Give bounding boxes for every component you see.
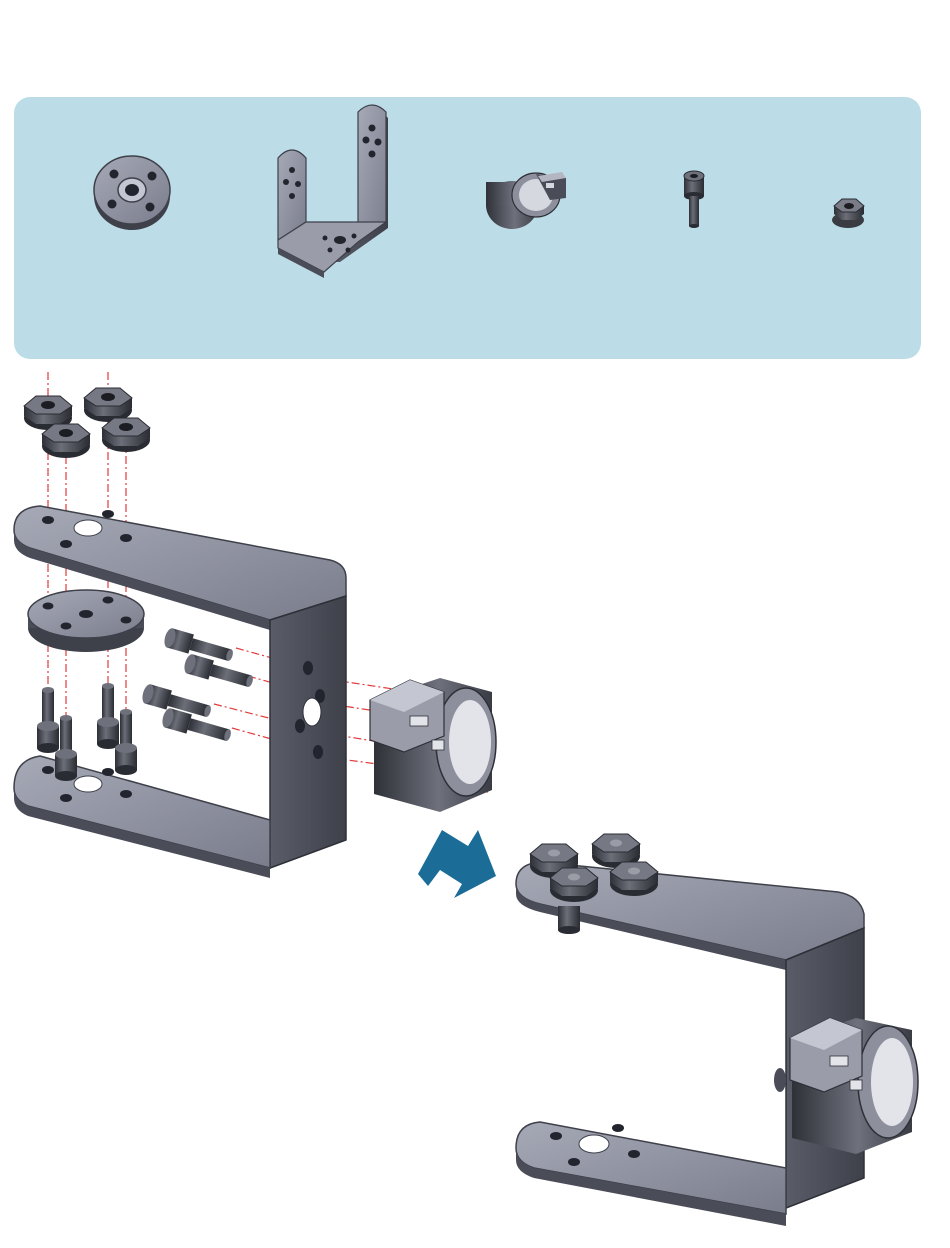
exploded-bearing-sleeve — [370, 678, 496, 812]
assembled-bearing-sleeve — [790, 1018, 918, 1154]
top-lock-nuts — [24, 388, 150, 458]
exploded-u-bracket — [14, 506, 346, 878]
horizontal-screws — [140, 627, 255, 746]
assembly-direction-arrow — [418, 830, 496, 898]
hex-socket-screw-icon — [684, 171, 704, 228]
exploded-servo-horn — [28, 590, 144, 652]
servo-horn-icon — [94, 156, 170, 230]
u-bracket-icon — [278, 105, 388, 278]
lock-nut-icon — [832, 199, 864, 228]
bearing-sleeve-icon — [486, 172, 566, 229]
